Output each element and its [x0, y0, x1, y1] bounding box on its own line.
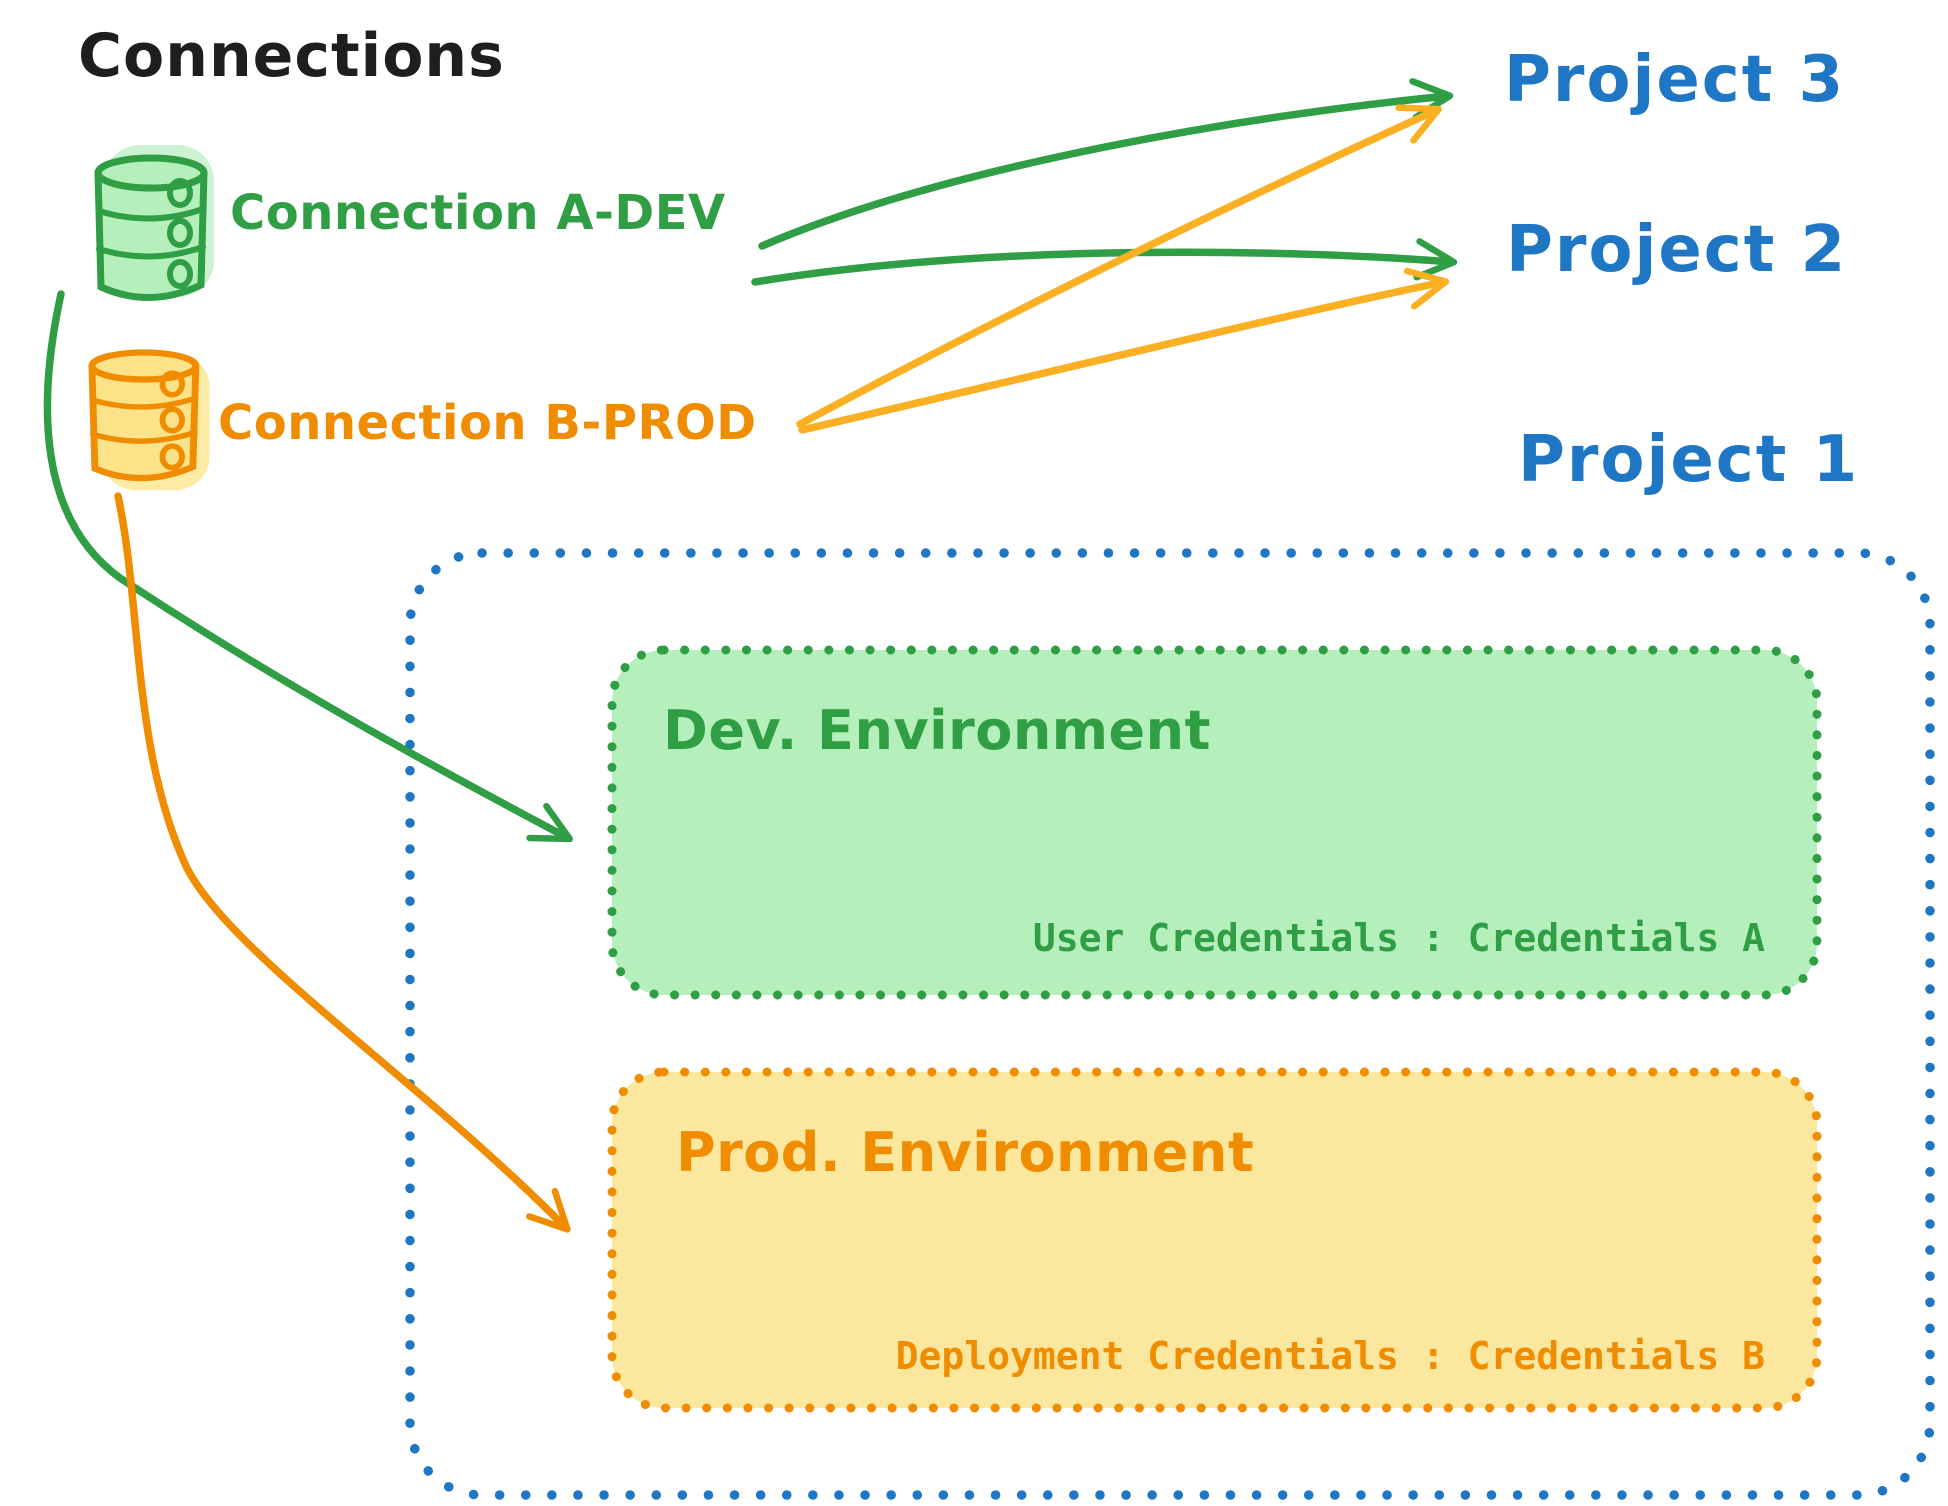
dev-environment-title: Dev. Environment: [663, 699, 1211, 762]
page-title: Connections: [78, 21, 505, 91]
prod-environment-box-fill: [612, 1072, 1817, 1408]
arrow-adev-to-project3: [758, 78, 1454, 250]
dev-environment-credentials: User Credentials : Credentials A: [1032, 916, 1765, 960]
prod-environment-box-border: [607, 1067, 1822, 1413]
project-1-label: Project 1: [1518, 423, 1860, 497]
arrow-bprod-to-prod-environment: [114, 492, 571, 1233]
arrow-adev-to-dev-environment: [43, 290, 574, 843]
project-2-label: Project 2: [1506, 213, 1848, 287]
arrow-bprod-to-project3: [796, 104, 1443, 428]
dev-environment-box-border: [607, 645, 1822, 1000]
database-icon-prod: [88, 349, 210, 491]
prod-environment-credentials: Deployment Credentials : Credentials B: [895, 1334, 1765, 1378]
database-icon-dev: [94, 145, 214, 301]
project-3-label: Project 3: [1504, 43, 1846, 117]
connection-a-dev-label: Connection A-DEV: [230, 185, 726, 241]
connection-b-prod-label: Connection B-PROD: [218, 395, 757, 451]
dev-environment-box-fill: [612, 650, 1817, 995]
arrow-bprod-to-project2: [798, 267, 1450, 434]
prod-environment-title: Prod. Environment: [676, 1121, 1255, 1184]
